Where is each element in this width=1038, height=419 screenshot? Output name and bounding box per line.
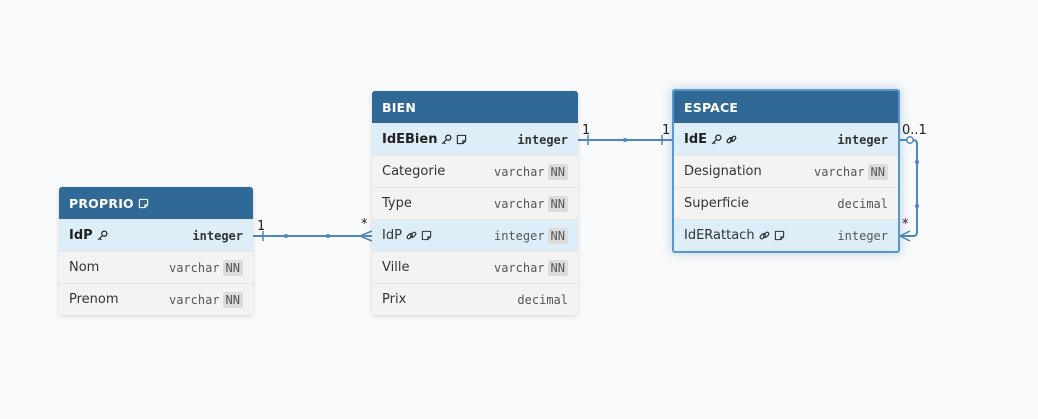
note-icon [456, 134, 467, 145]
field-type: varchar [493, 196, 545, 211]
field-row-ide[interactable]: IdE integer [674, 123, 898, 155]
cardinality-label: 1 [662, 123, 671, 138]
field-type: varchar [168, 292, 220, 307]
field-name: Categorie [382, 164, 446, 179]
note-icon [421, 230, 432, 241]
field-name: IdP [69, 228, 93, 243]
cardinality-label: 1 [257, 219, 266, 234]
waypoint-dot [623, 138, 627, 142]
cardinality-label: * [902, 217, 909, 232]
field-type: integer [837, 228, 888, 243]
field-row-iderattach[interactable]: IdERattach integer [674, 219, 898, 251]
not-null-badge: NN [547, 163, 568, 180]
key-icon [441, 134, 452, 145]
many-marker [359, 230, 373, 242]
not-null-badge: NN [867, 163, 888, 180]
relation-line [900, 139, 918, 237]
field-type: varchar [493, 260, 545, 275]
field-type: varchar [493, 164, 545, 179]
not-null-badge: NN [222, 259, 243, 276]
waypoint-dot [284, 234, 288, 238]
waypoint-dot [915, 204, 919, 208]
cardinality-label: 1 [582, 123, 591, 138]
field-name: IdP [382, 228, 402, 243]
table-header[interactable]: ESPACE [674, 91, 898, 123]
field-name: IdE [684, 132, 708, 147]
many-marker [898, 230, 911, 242]
cardinality-label: 0..1 [902, 123, 927, 138]
field-name: Prenom [69, 292, 119, 307]
waypoint-dot [915, 160, 919, 164]
key-icon [97, 230, 108, 241]
field-name: Type [382, 196, 412, 211]
cardinality-label: * [361, 217, 368, 232]
zero-marker [906, 136, 914, 144]
table-header[interactable]: PROPRIO [59, 187, 253, 219]
table-header[interactable]: BIEN [372, 91, 578, 123]
link-icon [726, 134, 737, 145]
key-icon [711, 134, 722, 145]
field-row-superficie[interactable]: Superficie decimal [674, 187, 898, 219]
waypoint-dot [326, 234, 330, 238]
field-name: Nom [69, 260, 100, 275]
note-icon [774, 230, 785, 241]
field-name: Ville [382, 260, 410, 275]
field-type: integer [517, 132, 568, 147]
not-null-badge: NN [547, 259, 568, 276]
field-row-idebien[interactable]: IdEBien integer [372, 123, 578, 155]
field-name: IdERattach [684, 228, 755, 243]
field-name: Superficie [684, 196, 750, 211]
field-type: integer [493, 228, 545, 243]
field-type: varchar [813, 164, 865, 179]
field-type: decimal [837, 196, 888, 211]
not-null-badge: NN [547, 195, 568, 212]
field-name: Designation [684, 164, 762, 179]
link-icon [759, 230, 770, 241]
table-name: BIEN [382, 99, 416, 115]
field-type: integer [837, 132, 888, 147]
field-type: integer [192, 228, 243, 243]
field-type: varchar [168, 260, 220, 275]
field-row-idp[interactable]: IdP integer [59, 219, 253, 251]
field-type: decimal [517, 292, 568, 307]
table-name: ESPACE [684, 99, 739, 115]
field-name: IdEBien [382, 132, 438, 147]
field-name: Prix [382, 292, 407, 307]
field-row-prix[interactable]: Prix decimal [372, 283, 578, 315]
link-icon [406, 230, 417, 241]
note-icon [138, 198, 149, 209]
not-null-badge: NN [222, 291, 243, 308]
table-name: PROPRIO [69, 195, 134, 211]
not-null-badge: NN [547, 227, 568, 244]
